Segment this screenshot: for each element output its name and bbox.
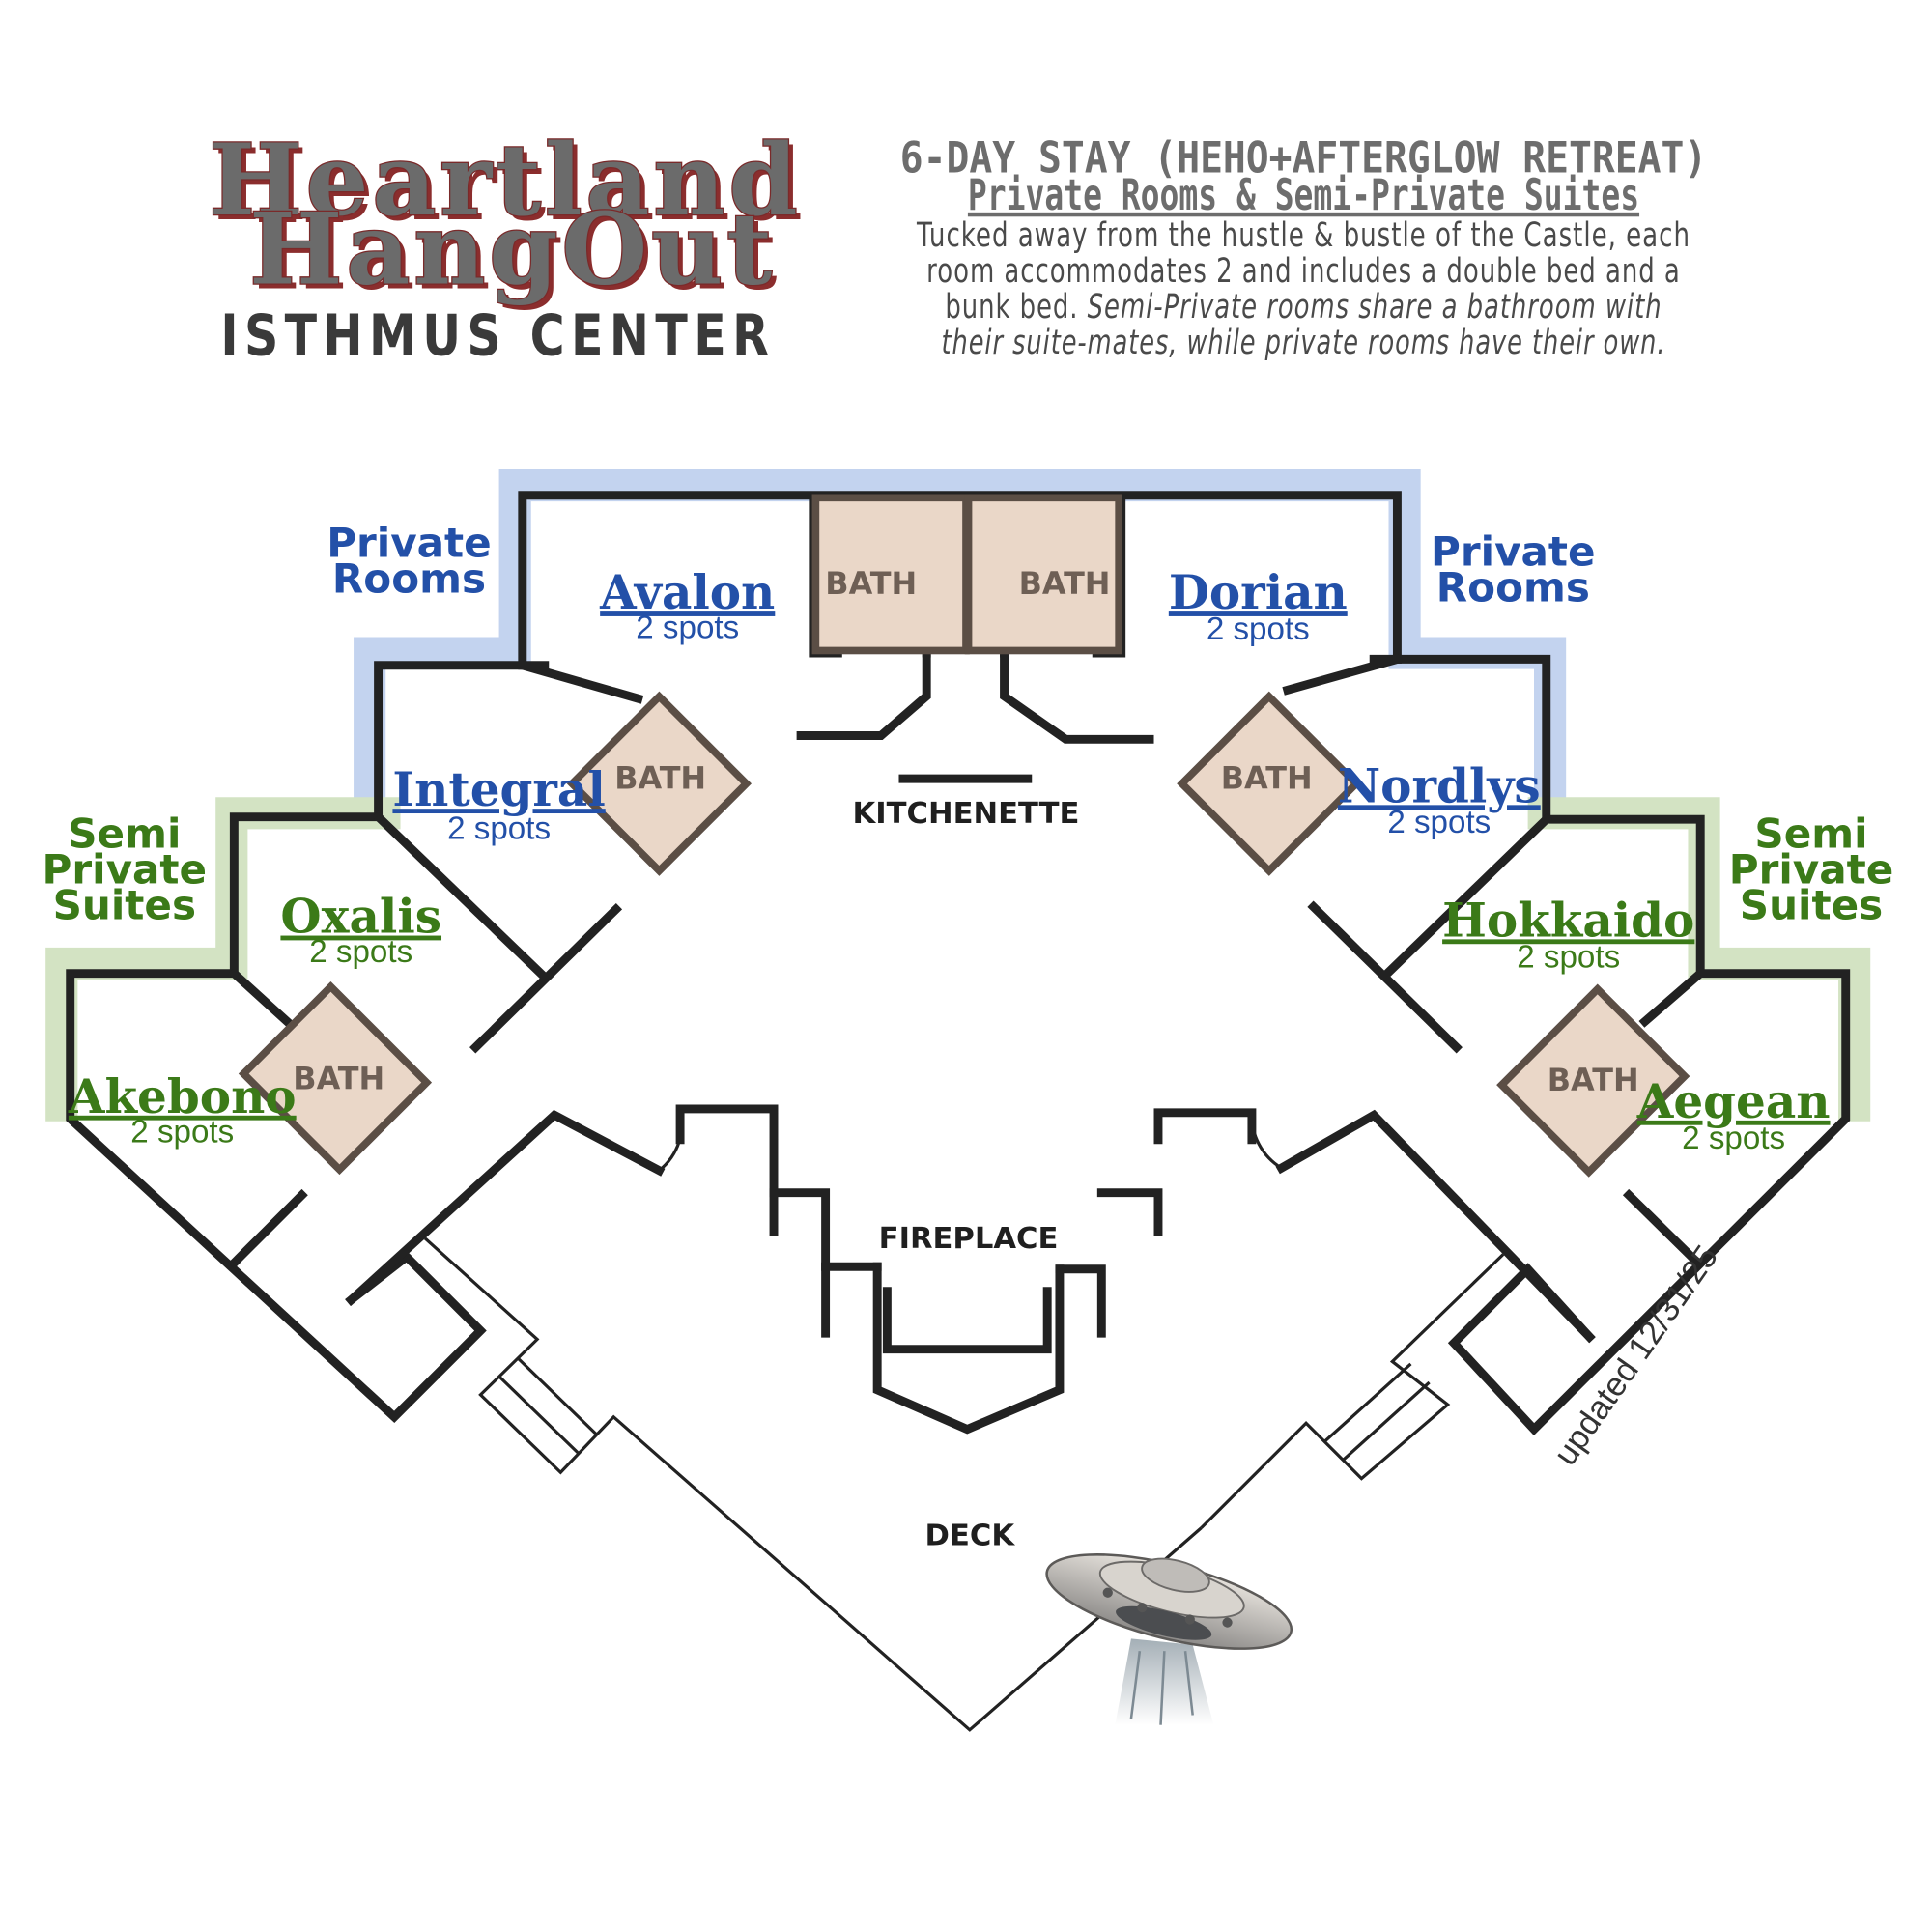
room-name: Dorian [1169,565,1348,620]
room-spots: 2 spots [1682,1121,1785,1156]
updated-date: updated 12/31/25 [1547,1238,1725,1471]
room-spots: 2 spots [309,934,412,970]
room-spots: 2 spots [130,1114,234,1150]
private-rooms-right-line1: Private [1431,527,1596,575]
room-name: Oxalis [280,890,441,945]
header-desc-line3: bunk bed. Semi-Private rooms share a bat… [945,288,1662,327]
bathrooms: BATH BATH BATH BATH BATH BATH [238,494,1690,1178]
logo-line2-shadow: HangOut [254,196,781,312]
header-desc-line3a: bunk bed. [945,288,1087,327]
room-aegean: Aegean 2 spots [1636,1074,1831,1156]
private-rooms-right-line2: Rooms [1436,563,1590,611]
semi-private-right-line3: Suites [1740,882,1883,929]
room-labels: Avalon 2 spots Dorian 2 spots Integral 2… [68,565,1831,1156]
header-desc-line4: their suite-mates, while private rooms h… [941,324,1665,362]
header: 6-DAY STAY (HEHO+AFTERGLOW RETREAT) Priv… [900,133,1707,362]
bath-label-5: BATH [293,1061,384,1097]
room-integral: Integral 2 spots [392,762,605,846]
room-spots: 2 spots [1387,805,1491,840]
bath-nordlys [1177,691,1362,876]
semi-private-right-line1: Semi [1754,810,1867,858]
bath-integral [566,691,753,876]
room-name: Akebono [68,1069,297,1124]
doors [658,1105,1283,1172]
semi-private-left-line1: Semi [68,810,181,858]
logo-subtitle: ISTHMUS CENTER [220,302,775,368]
fireplace-label: FIREPLACE [879,1222,1059,1256]
right-stairs [1323,1362,1431,1462]
header-line2: Private Rooms & Semi-Private Suites [968,170,1639,220]
room-akebono: Akebono 2 spots [68,1069,297,1151]
header-desc-line2: room accommodates 2 and includes a doubl… [926,252,1681,291]
logo-line1-shadow: Heartland [213,128,806,243]
left-stairs [497,1356,599,1456]
semi-private-left-line3: Suites [53,882,196,929]
room-oxalis: Oxalis 2 spots [280,890,441,971]
ufo-icon [1045,1553,1293,1725]
room-nordlys: Nordlys 2 spots [1338,758,1541,840]
room-hokkaido: Hokkaido 2 spots [1442,893,1694,975]
room-spots: 2 spots [1207,611,1310,647]
room-spots: 2 spots [447,811,551,847]
group-labels: Private Rooms Private Rooms Semi Private… [43,520,1894,929]
area-labels: KITCHENETTE FIREPLACE DECK [853,797,1080,1552]
header-desc-line1: Tucked away from the hustle & bustle of … [916,216,1690,255]
room-name: Hokkaido [1442,893,1694,948]
bath-avalon [811,494,970,655]
room-name: Integral [392,762,605,817]
logo-line1: Heartland [209,123,801,239]
room-avalon: Avalon 2 spots [599,565,775,646]
logo: Heartland Heartland HangOut HangOut ISTH… [208,122,806,369]
bath-hokkaido-aegean [1496,983,1690,1178]
bath-label-2: BATH [1019,565,1111,602]
bath-oxalis-akebono [238,980,433,1176]
private-rooms-left-line2: Rooms [332,555,486,603]
room-name: Aegean [1636,1074,1831,1129]
deck-outline [423,1236,1505,1732]
room-name: Nordlys [1338,758,1541,813]
bath-label-4: BATH [1221,759,1313,796]
semi-private-right-line2: Private [1729,846,1894,894]
private-rooms-highlight [354,469,1567,813]
kitchenette-label: KITCHENETTE [853,797,1080,831]
bath-label-6: BATH [1548,1062,1639,1098]
bath-label-1: BATH [825,565,917,602]
room-dorian: Dorian 2 spots [1169,565,1348,647]
room-spots: 2 spots [1517,939,1620,975]
private-rooms-left-line1: Private [327,520,492,567]
semi-private-left-line2: Private [43,846,208,894]
deck-label: DECK [925,1519,1016,1552]
bath-label-3: BATH [614,759,706,796]
header-desc-line3b: Semi-Private rooms share a bathroom with [1088,288,1662,327]
walls [66,491,1851,1436]
bath-dorian [964,494,1122,655]
room-spots: 2 spots [636,611,739,646]
room-name: Avalon [599,565,775,620]
logo-line2: HangOut [249,191,776,307]
header-line1: 6-DAY STAY (HEHO+AFTERGLOW RETREAT) [900,133,1707,184]
